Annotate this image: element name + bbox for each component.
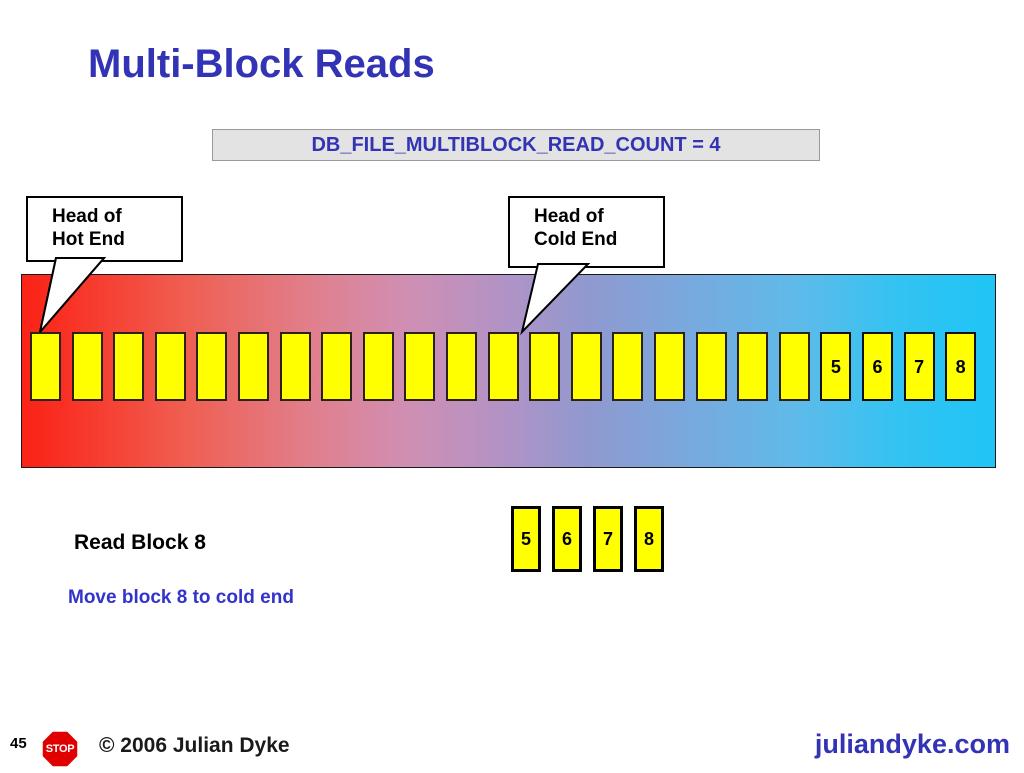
lru-block-4 bbox=[154, 332, 186, 401]
caption-read-block: Read Block 8 bbox=[74, 531, 206, 554]
lru-block-17 bbox=[695, 332, 727, 401]
read-block-8: 8 bbox=[634, 506, 664, 572]
read-block-7: 7 bbox=[593, 506, 623, 572]
lru-block-13 bbox=[529, 332, 561, 401]
lru-block-1 bbox=[30, 332, 61, 401]
footer-brand: juliandyke.com bbox=[814, 729, 1010, 759]
stop-sign-icon: STOP bbox=[41, 730, 79, 768]
lru-block-14 bbox=[570, 332, 602, 401]
callout-head-of-hot-end: Head of Hot End bbox=[26, 196, 183, 262]
footer-copyright: © 2006 Julian Dyke bbox=[99, 734, 290, 757]
lru-block-15 bbox=[612, 332, 644, 401]
callout-hot-label: Head of Hot End bbox=[52, 206, 125, 251]
stop-sign-label: STOP bbox=[45, 743, 75, 755]
lru-block-21: 6 bbox=[862, 332, 893, 401]
lru-block-19 bbox=[778, 332, 810, 401]
lru-block-8 bbox=[321, 332, 353, 401]
callout-cold-label: Head of Cold End bbox=[534, 206, 618, 251]
lru-block-18 bbox=[737, 332, 769, 401]
page-title: Multi-Block Reads bbox=[88, 42, 435, 86]
lru-block-5 bbox=[196, 332, 228, 401]
read-block-5: 5 bbox=[511, 506, 541, 572]
read-block-6: 6 bbox=[552, 506, 582, 572]
lru-block-23: 8 bbox=[945, 332, 977, 401]
lru-block-7 bbox=[279, 332, 311, 401]
lru-block-6 bbox=[238, 332, 269, 401]
lru-block-11 bbox=[446, 332, 477, 401]
lru-block-16 bbox=[654, 332, 685, 401]
callout-head-of-cold-end: Head of Cold End bbox=[508, 196, 665, 268]
footer-page-number: 45 bbox=[10, 735, 27, 752]
lru-block-20: 5 bbox=[820, 332, 852, 401]
lru-block-12 bbox=[487, 332, 519, 401]
parameter-banner: DB_FILE_MULTIBLOCK_READ_COUNT = 4 bbox=[212, 129, 820, 161]
parameter-banner-text: DB_FILE_MULTIBLOCK_READ_COUNT = 4 bbox=[311, 133, 721, 156]
lru-block-2 bbox=[71, 332, 103, 401]
caption-move-block: Move block 8 to cold end bbox=[68, 587, 294, 608]
lru-block-10 bbox=[404, 332, 436, 401]
lru-block-9 bbox=[362, 332, 394, 401]
lru-block-22: 7 bbox=[903, 332, 935, 401]
lru-block-3 bbox=[113, 332, 145, 401]
